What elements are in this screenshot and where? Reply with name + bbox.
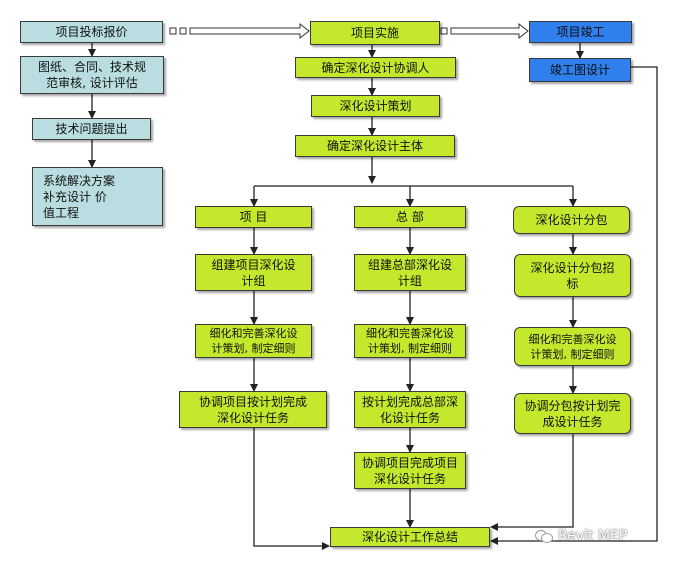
wechat-icon	[535, 529, 553, 543]
node-hq-refine: 细化和完善深化设 计策划, 制定细则	[354, 324, 466, 358]
node-col-project: 项 目	[195, 206, 312, 228]
arrow-s-summary	[490, 434, 574, 531]
node-planning: 深化设计策划	[311, 95, 440, 117]
node-implement: 项目实施	[310, 21, 440, 45]
arrow-p-summary	[253, 428, 330, 550]
node-summary: 深化设计工作总结	[330, 527, 490, 547]
node-hq-coord: 协调项目完成项目 深化设计任务	[354, 452, 466, 489]
node-col-hq: 总 部	[354, 206, 466, 228]
node-hq-task: 按计划完成总部深 化设计任务	[354, 391, 466, 428]
node-solution: 系统解决方案 补充设计 价 值工程	[32, 167, 163, 226]
hollow-arrow-bid-implement	[189, 22, 310, 40]
node-sub-refine: 细化和完善深化设 计策划, 制定细则	[514, 327, 631, 366]
node-complete: 项目竣工	[529, 21, 632, 43]
node-subject: 确定深化设计主体	[295, 135, 455, 157]
node-coordinator: 确定深化设计协调人	[295, 57, 456, 78]
node-hq-team: 组建总部深化设 计组	[354, 254, 466, 291]
node-tech-issue: 技术问题提出	[32, 118, 151, 140]
watermark: Revit MEP	[535, 528, 627, 544]
node-col-sub: 深化设计分包	[513, 206, 630, 234]
node-bid: 项目投标报价	[20, 21, 163, 43]
node-asbuilt: 竣工图设计	[529, 58, 631, 82]
node-sub-task: 协调分包按计划完 成设计任务	[514, 393, 631, 434]
node-sub-bid: 深化设计分包招 标	[514, 254, 631, 297]
node-review: 图纸、合同、技术规 范审核, 设计评估	[20, 56, 164, 94]
node-project-refine: 细化和完善深化设 计策划, 制定细则	[195, 324, 312, 358]
hollow-arrow-tail-2	[179, 27, 187, 35]
watermark-text: Revit MEP	[558, 528, 628, 544]
hollow-arrow-tail-3	[440, 27, 448, 35]
node-project-task: 协调项目按计划完成 深化设计任务	[179, 391, 327, 428]
arrow-asbuilt-summary	[490, 66, 658, 545]
hollow-arrow-implement-complete	[450, 22, 529, 40]
node-project-team: 组建项目深化设 计组	[195, 254, 312, 291]
hollow-arrow-tail-1	[169, 27, 177, 35]
